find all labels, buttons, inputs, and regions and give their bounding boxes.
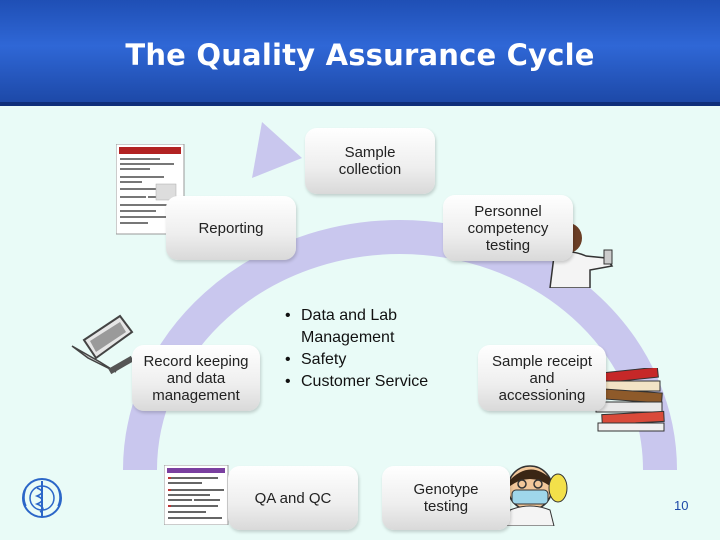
step-label: Reporting [198,219,264,237]
title-bar: The Quality Assurance Cycle [0,0,720,106]
step-reporting: Reporting [166,196,296,260]
step-label: Personnel competency testing [467,202,549,254]
lab-technician-icon [505,465,568,526]
bullet-item: Safety [285,349,465,371]
step-record-keeping: Record keeping and data management [132,345,260,411]
who-logo-icon [22,478,62,518]
step-label: Sample collection [338,144,402,178]
page-number: 10 [674,498,689,513]
step-qa-qc: QA and QC [228,466,358,530]
bullet-item: Customer Service [285,371,465,393]
step-sample-collection: Sample collection [305,128,435,194]
step-label: Record keeping and data management [143,352,249,404]
books-icon [595,368,665,432]
step-label: Genotype testing [413,481,479,515]
step-sample-receipt: Sample receipt and accessioning [478,345,606,411]
step-label: QA and QC [254,489,332,507]
step-genotype-testing: Genotype testing [382,466,510,530]
computer-icon [71,314,134,375]
step-personnel-competency-testing: Personnel competency testing [443,195,573,261]
step-label: Sample receipt and accessioning [491,352,593,404]
data-sheet-icon [164,465,229,525]
center-bullet-list: Data and Lab Management Safety Customer … [285,305,465,393]
bullet-item: Data and Lab Management [285,305,465,349]
slide-title: The Quality Assurance Cycle [125,38,595,72]
